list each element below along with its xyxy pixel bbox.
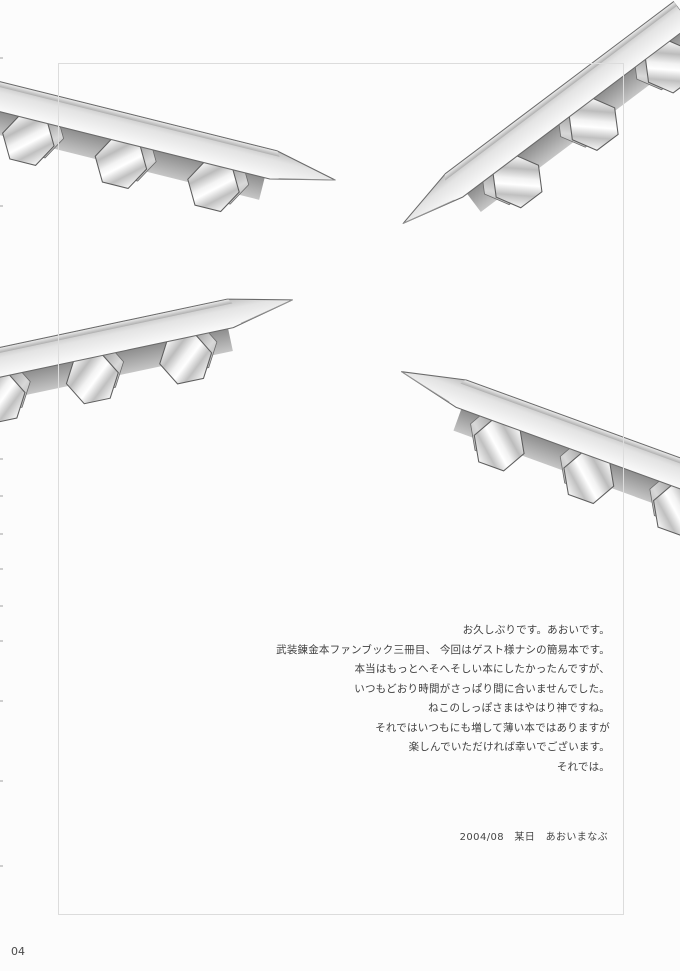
afterword-line: 本当はもっとへそへそしい本にしたかったんですが、 <box>354 663 610 675</box>
scan-edge-mark <box>0 57 3 59</box>
scan-edge-mark <box>0 458 3 460</box>
scan-edge-mark <box>0 780 3 782</box>
lance-blade-middle-left <box>0 266 332 462</box>
afterword-line: 楽しんでいただければ幸いでございます。 <box>408 741 610 753</box>
afterword-line: 武装錬金本ファンブック三冊目、 今回はゲスト様ナシの簡易本です。 <box>276 643 610 656</box>
lance-blade-bottom-right <box>350 336 680 578</box>
afterword-line: それでは。 <box>556 760 610 773</box>
scan-edge-mark <box>0 605 3 607</box>
scan-edge-mark <box>0 533 3 535</box>
scan-edge-mark <box>0 568 3 570</box>
scan-edge-mark <box>0 495 3 497</box>
lance-blade-top-left <box>0 66 363 274</box>
scan-edge-mark <box>0 205 3 207</box>
afterword-line: それではいつもにも増して薄い本ではありますが <box>375 721 610 734</box>
lance-blade-top-right <box>368 0 680 309</box>
afterword-line: いつもどおり時間がさっぱり間に合いませんでした。 <box>354 682 610 695</box>
signature-date-line: 2004/08 某日 あおいまなぶ <box>459 832 608 843</box>
scan-edge-mark <box>0 700 3 702</box>
page-number: 04 <box>11 945 25 958</box>
scan-edge-mark <box>0 865 3 867</box>
scan-edge-mark <box>0 640 3 642</box>
afterword-line: ねこのしっぽさまはやはり神ですね。 <box>428 702 610 714</box>
afterword-line: お久しぶりです。あおいです。 <box>462 624 610 636</box>
afterword-text: お久しぶりです。あおいです。 武装錬金本ファンブック三冊目、 今回はゲスト様ナシ… <box>276 621 610 777</box>
